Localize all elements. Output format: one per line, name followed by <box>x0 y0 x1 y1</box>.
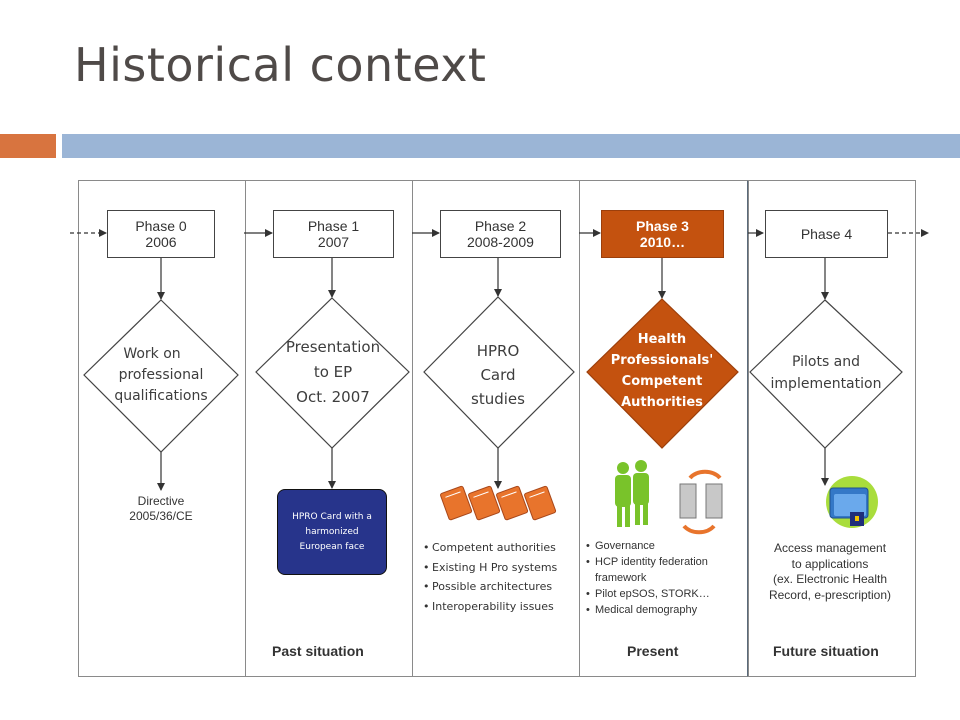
access-line-3: (ex. Electronic Health <box>772 572 888 586</box>
page-title: Historical context <box>74 38 487 92</box>
diamond-3-line-4: Authorities <box>621 395 703 410</box>
hpro-card-box: HPRO Card with a harmonized European fac… <box>277 489 387 575</box>
phase-0-label: Phase 0 <box>135 218 187 234</box>
phase-2-box: Phase 2 2008-2009 <box>440 210 561 258</box>
access-line-2: to applications <box>791 556 869 571</box>
phase-4-box: Phase 4 <box>765 210 888 258</box>
diamond-1-line-1: Presentation <box>285 337 381 356</box>
diamond-2-line-3: studies <box>471 390 525 408</box>
diamond-4-line-1: Pilots and <box>791 354 861 370</box>
footer-present: Present <box>627 643 679 659</box>
phase-4-label: Phase 4 <box>800 226 853 242</box>
access-line-1: Access management <box>773 541 887 555</box>
phase-2-output-list: Competent authorities Existing H Pro sys… <box>423 538 583 616</box>
list-item: Possible architectures <box>423 577 583 597</box>
diamond-2-text: HPRO Card studies <box>448 337 548 413</box>
phase-2-label: Phase 2 <box>474 218 527 234</box>
phase-3-label: Phase 3 <box>636 218 689 234</box>
phase-0-year: 2006 <box>145 234 177 250</box>
diamond-4-line-2: implementation <box>770 376 882 392</box>
diamond-1-line-3: Oct. 2007 <box>296 387 370 406</box>
list-item: Pilot epSOS, STORK… <box>586 586 738 602</box>
column-phase-4 <box>748 180 916 677</box>
diamond-0-line-2: professional <box>118 366 204 383</box>
access-line-4: Record, e-prescription) <box>768 587 892 602</box>
diamond-phase-3 <box>586 298 739 449</box>
accent-bar-blue <box>62 134 960 158</box>
list-item: Existing H Pro systems <box>423 558 583 578</box>
phase-2-year: 2008-2009 <box>467 234 534 250</box>
directive-line-1: Directive <box>137 494 185 508</box>
people-icon <box>615 460 649 527</box>
diamond-4-text: Pilots and implementation <box>758 350 894 396</box>
diamond-1-text: Presentation to EP Oct. 2007 <box>268 334 398 410</box>
list-item: Interoperability issues <box>423 597 583 617</box>
diamond-3-text: Health Professionals' Competent Authorit… <box>597 328 727 414</box>
hpro-card-line-3: European face <box>299 541 365 552</box>
footer-future-situation: Future situation <box>773 643 879 659</box>
diamond-0-text: Work on professional qualifications <box>96 338 226 412</box>
list-item: Competent authorities <box>423 538 583 558</box>
diamond-0-line-3: qualifications <box>114 387 208 404</box>
diamond-3-line-3: Competent <box>621 374 703 389</box>
diamond-0-line-1: Work on <box>123 345 181 362</box>
phase-3-box: Phase 3 2010… <box>601 210 724 258</box>
directive-line-2: 2005/36/CE <box>129 509 193 523</box>
phase-1-year: 2007 <box>317 234 350 250</box>
hpro-card-line-2: harmonized <box>305 526 359 537</box>
diamond-3-line-1: Health <box>637 332 687 347</box>
list-item: Medical demography <box>586 602 738 618</box>
diamond-2-line-2: Card <box>480 366 516 384</box>
diamond-1-line-2: to EP <box>313 362 353 381</box>
phase-1-box: Phase 1 2007 <box>273 210 394 258</box>
diamond-3-line-2: Professionals' <box>610 353 714 368</box>
list-item: HCP identity federation framework <box>586 554 738 586</box>
diamond-2-line-1: HPRO <box>476 342 520 360</box>
accent-bar-orange <box>0 134 56 158</box>
access-management-text: Access management to applications (ex. E… <box>752 541 908 603</box>
hpro-card-line-1: HPRO Card with a <box>292 511 372 522</box>
phase-0-box: Phase 0 2006 <box>107 210 215 258</box>
directive-text: Directive 2005/36/CE <box>106 494 216 524</box>
phase-3-year: 2010… <box>639 234 686 250</box>
phase-3-output-list: Governance HCP identity federation frame… <box>586 538 738 618</box>
servers-sync-icon <box>679 469 723 535</box>
books-icon <box>440 485 557 521</box>
list-item: Governance <box>586 538 738 554</box>
folder-icon <box>826 476 878 528</box>
footer-past-situation: Past situation <box>272 643 364 659</box>
phase-1-label: Phase 1 <box>307 218 360 234</box>
